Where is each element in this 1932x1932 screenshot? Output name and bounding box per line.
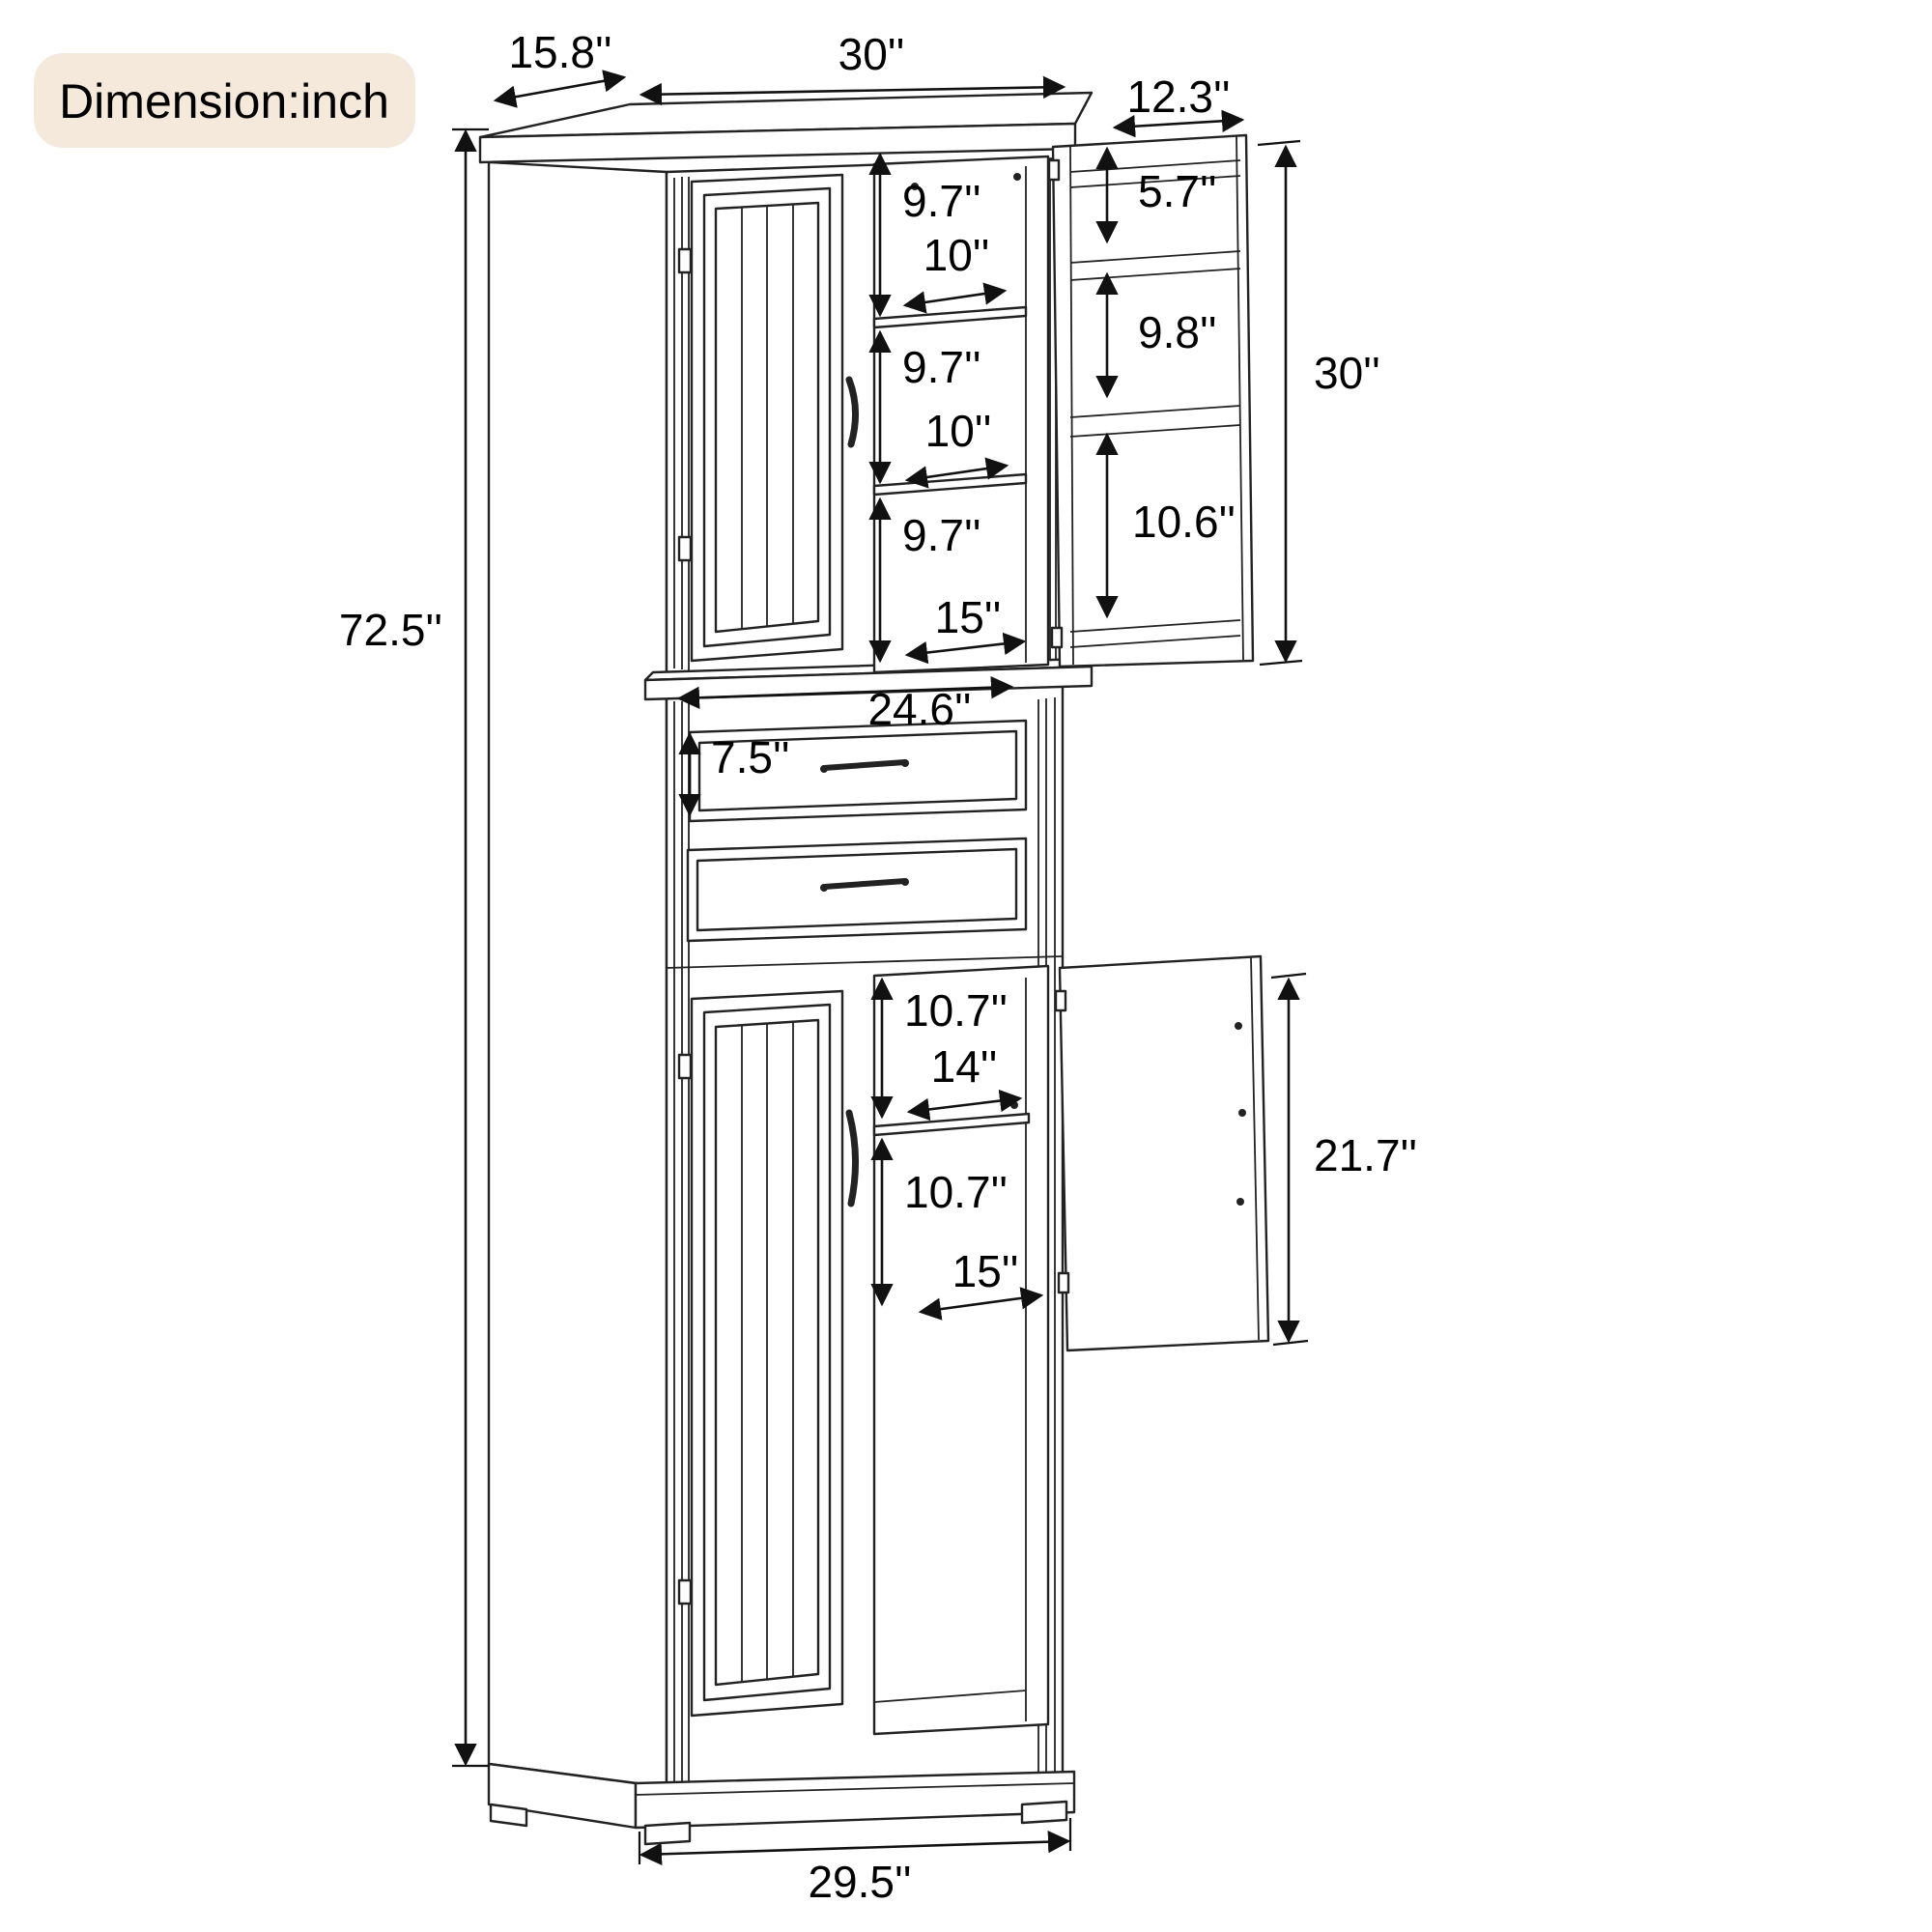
cabinet-top	[478, 91, 1094, 164]
dim-shelf-depth-middle: 10''	[925, 406, 992, 456]
hinge-icon	[1047, 158, 1061, 182]
hinge-icon	[677, 535, 693, 562]
cabinet-base	[487, 1762, 1076, 1846]
hinge-icon	[1057, 1271, 1070, 1294]
lower-open-door	[1054, 954, 1270, 1352]
dim-base-width: 29.5''	[808, 1857, 911, 1907]
dim-door-section-middle: 9.8''	[1138, 307, 1217, 357]
dimension-labels: Dimension:inch 15.8'' 30'' 12.3'' 5.7'' …	[34, 27, 1417, 1907]
upper-closed-door	[677, 173, 860, 663]
drawer-handle	[821, 878, 908, 890]
lower-closed-door	[677, 989, 859, 1718]
hinge-icon	[1050, 626, 1064, 649]
hinge-icon	[677, 1578, 693, 1605]
shelf-pin-icon	[1010, 1101, 1018, 1109]
door-handle	[845, 1109, 859, 1208]
dim-door-height: 30''	[1314, 348, 1380, 398]
dim-lower-gap-bottom: 10.7''	[904, 1167, 1008, 1217]
foot	[1020, 1800, 1068, 1825]
dim-upper-interior-width: 15''	[935, 592, 1002, 642]
dim-total-height: 72.5''	[339, 605, 442, 655]
foot	[643, 1821, 692, 1846]
hinge-icon	[677, 1053, 693, 1080]
dim-lower-interior-width: 15''	[952, 1246, 1019, 1296]
shelf-pin-icon	[911, 183, 919, 190]
dim-shelf-gap-bottom: 9.7''	[902, 510, 981, 560]
unit-badge	[34, 53, 415, 148]
dim-shelf-gap-middle: 9.7''	[902, 342, 981, 392]
shelf-pin-icon	[1013, 173, 1021, 181]
dim-shelf-depth-top: 10''	[923, 230, 990, 280]
hinge-icon	[677, 247, 693, 274]
drawer-handle	[821, 759, 908, 771]
foot	[489, 1803, 528, 1828]
dim-drawer-height: 7.5''	[711, 732, 790, 782]
dim-drawer-width: 24.6''	[867, 684, 971, 734]
dim-door-section-bottom: 10.6''	[1132, 497, 1236, 547]
unit-badge-label: Dimension:inch	[59, 74, 389, 128]
drawer-bottom	[666, 837, 1064, 969]
hinge-icon	[1054, 989, 1067, 1012]
dim-shelf-gap-top: 9.7''	[902, 176, 981, 226]
dimension-arrows	[452, 70, 1309, 1866]
dim-top-depth: 15.8''	[508, 27, 611, 77]
dim-door-width: 12.3''	[1126, 71, 1230, 122]
cabinet-side-panel	[487, 160, 668, 1789]
dim-lower-shelf-depth: 14''	[931, 1041, 998, 1092]
dim-lower-door-height: 21.7''	[1314, 1130, 1417, 1180]
dim-top-width: 30''	[838, 29, 905, 79]
dim-lower-gap-top: 10.7''	[904, 985, 1008, 1036]
dim-door-section-top: 5.7''	[1138, 166, 1217, 216]
door-handle	[845, 376, 860, 448]
